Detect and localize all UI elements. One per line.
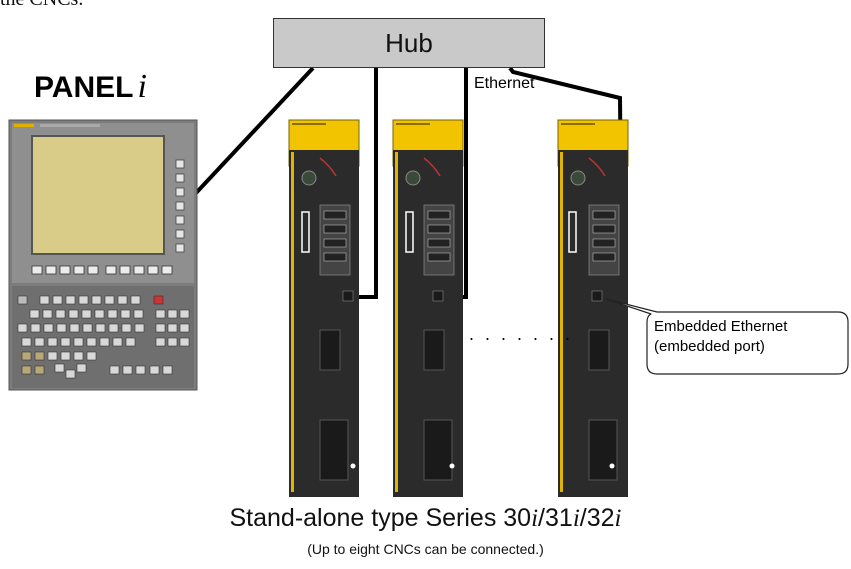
caption-italic-1: i <box>531 505 539 532</box>
caption-sep-1: /31 <box>538 504 573 532</box>
ethernet-label: Ethernet <box>474 75 535 92</box>
panel-name: PANEL <box>34 71 134 104</box>
cable-hub-to-panel <box>194 66 315 195</box>
panel-side-keys <box>175 159 185 253</box>
panel-keyboard <box>17 295 190 379</box>
caption-italic-2: i <box>572 505 580 532</box>
panel-suffix: i <box>137 68 147 105</box>
panel-i-device <box>8 119 198 391</box>
callout-line-1: Embedded Ethernet <box>654 318 788 335</box>
cnc-unit-n <box>557 119 629 497</box>
caption: Stand-alone type Series 30i/31i/32i <box>0 504 851 533</box>
cnc-unit-1 <box>288 119 360 497</box>
panel-softkeys <box>31 265 173 275</box>
callout-line-2: (embedded port) <box>654 338 765 355</box>
hub-label: Hub <box>385 27 433 58</box>
callout-text: Embedded Ethernet (embedded port) <box>654 317 787 357</box>
callout-bubble <box>605 298 849 375</box>
cable-hub-to-cnc-1 <box>358 68 378 299</box>
hub-box: Hub <box>273 18 545 68</box>
caption-note: (Up to eight CNCs can be connected.) <box>307 541 544 557</box>
caption-italic-3: i <box>614 505 622 532</box>
intro-text-fragment: the CNCs. <box>0 0 83 11</box>
caption-sep-2: /32 <box>579 504 615 532</box>
more-units-ellipsis: . . . . . . . <box>469 324 574 344</box>
panel-screen <box>31 135 165 255</box>
caption-prefix: Stand-alone type Series 30 <box>229 504 532 532</box>
cnc-unit-2 <box>392 119 464 497</box>
